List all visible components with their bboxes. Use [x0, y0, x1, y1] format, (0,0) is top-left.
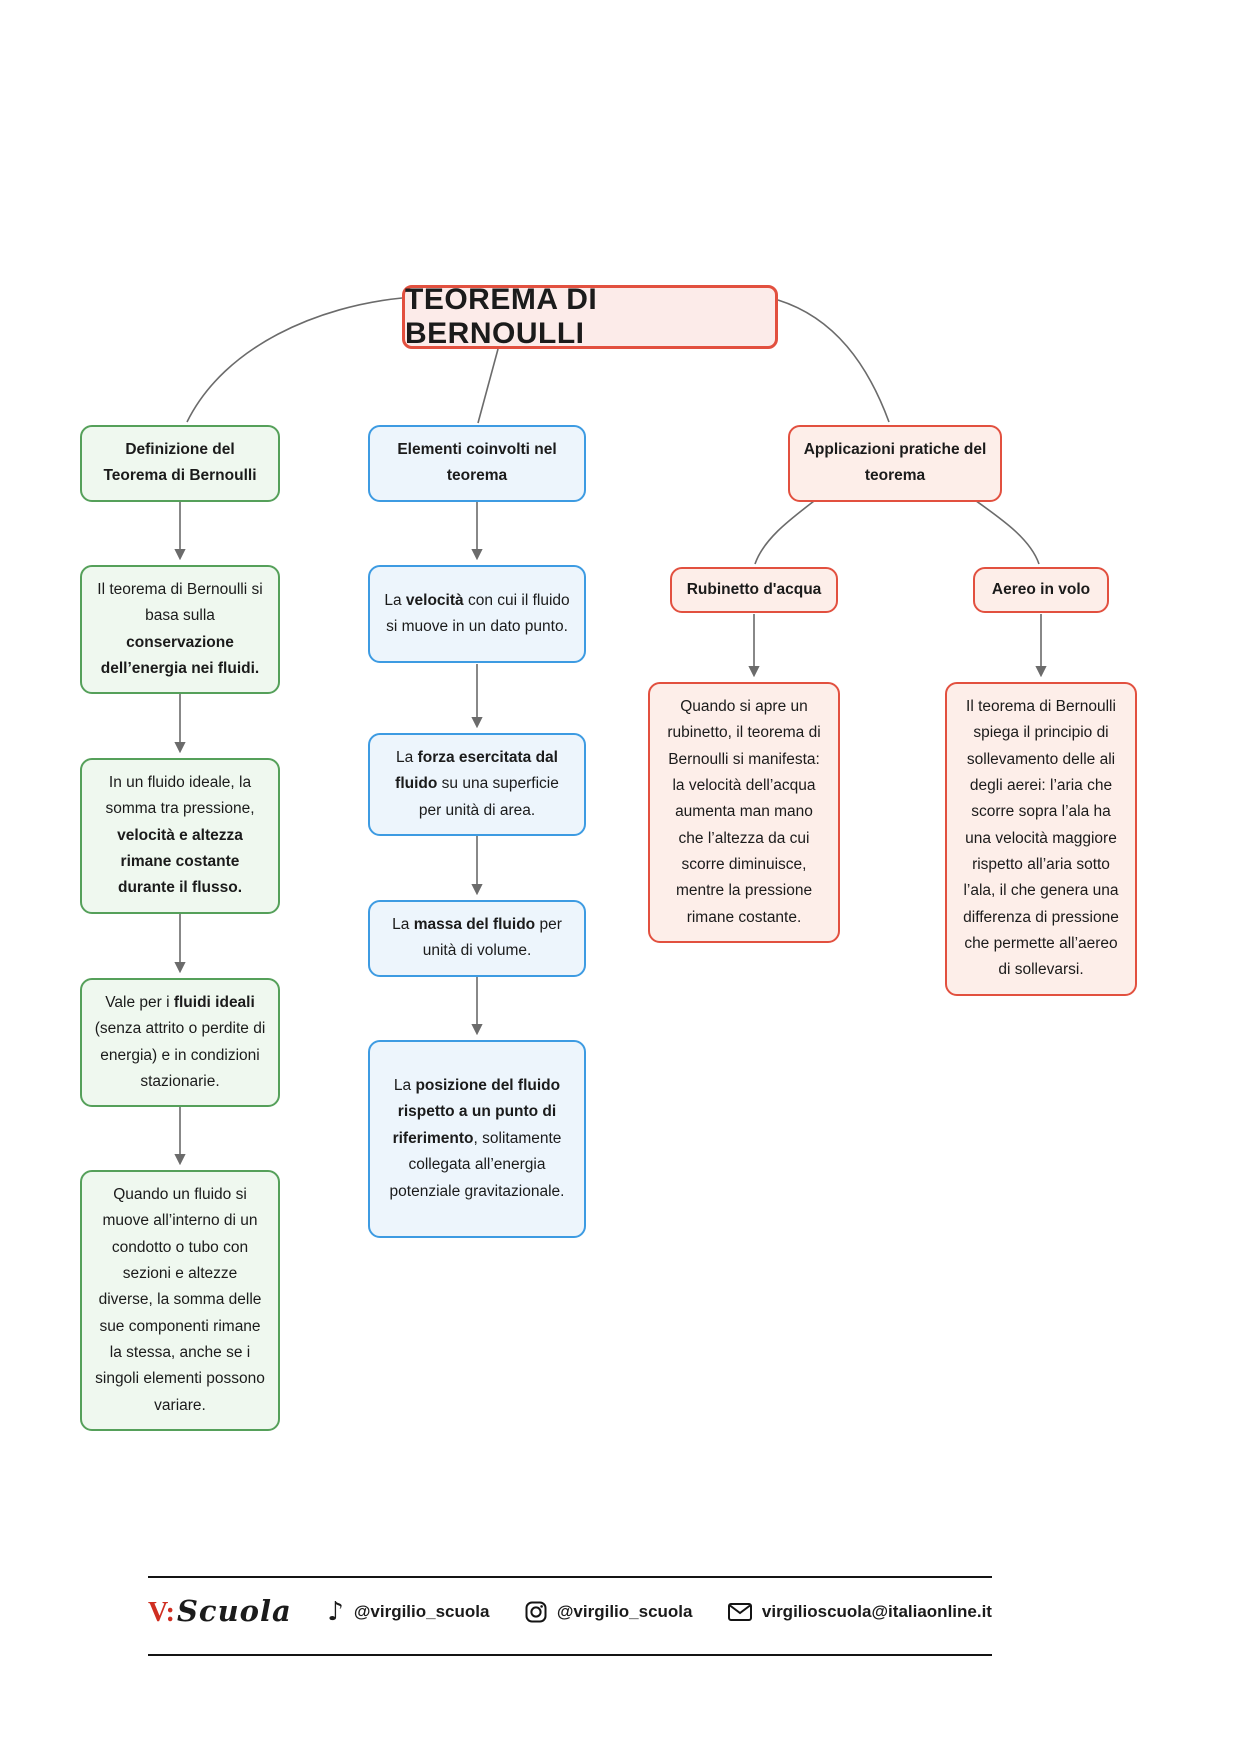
- definizione-item-4: Quando un fluido si muove all’interno di…: [80, 1170, 280, 1432]
- connector-title-applicazioni: [777, 299, 890, 423]
- tiktok-icon: ♪: [327, 1596, 344, 1627]
- aereo-label: Aereo in volo: [973, 567, 1109, 614]
- definizione-header: Definizione del Teorema di Bernoulli: [80, 425, 280, 502]
- brand-logo-prefix: V:: [148, 1597, 175, 1628]
- connector-app-aereo: [971, 497, 1040, 565]
- aereo-body: Il teorema di Bernoulli spiega il princi…: [945, 682, 1137, 996]
- brand-logo-name: Scuola: [176, 1594, 292, 1628]
- footer: V: Scuola ♪ @virgilio_scuola @virgilio_s…: [148, 1576, 992, 1629]
- elementi-header: Elementi coinvolti nel teorema: [368, 425, 586, 502]
- instagram-group: @virgilio_scuola: [525, 1601, 693, 1623]
- map-title: TEOREMA DI BERNOULLI: [402, 283, 778, 350]
- elementi-item-1: La velocità con cui il fluido si muove i…: [368, 565, 586, 663]
- definizione-item-1: Il teorema di Bernoulli si basa sulla co…: [80, 565, 280, 695]
- rubinetto-body: Quando si apre un rubinetto, il teorema …: [648, 682, 840, 944]
- email-group: virgilioscuola@italiaonline.it: [727, 1601, 992, 1622]
- elementi-item-2: La forza esercitata dal fluido su una su…: [368, 733, 586, 837]
- connector-app-rubinetto: [754, 497, 819, 565]
- definizione-item-2: In un fluido ideale, la somma tra pressi…: [80, 758, 280, 914]
- elementi-item-3: La massa del fluido per unità di volume.: [368, 900, 586, 977]
- definizione-item-3: Vale per i fluidi ideali (senza attrito …: [80, 978, 280, 1108]
- tiktok-handle: @virgilio_scuola: [353, 1601, 490, 1621]
- connector-title-elementi: [477, 348, 499, 424]
- connector-title-definizione: [186, 297, 403, 423]
- instagram-handle: @virgilio_scuola: [556, 1601, 693, 1621]
- instagram-icon: [525, 1601, 547, 1622]
- tiktok-group: ♪ @virgilio_scuola: [327, 1599, 489, 1625]
- footer-rule-bottom: [148, 1654, 992, 1656]
- elementi-item-4: La posizione del fluido rispetto a un pu…: [368, 1040, 586, 1238]
- applicazioni-header: Applicazioni pratiche del teorema: [788, 425, 1002, 502]
- email-icon: [727, 1602, 752, 1621]
- email-address: virgilioscuola@italiaonline.it: [761, 1601, 992, 1621]
- brand-logo: V: Scuola: [148, 1594, 292, 1629]
- rubinetto-label: Rubinetto d'acqua: [670, 567, 838, 614]
